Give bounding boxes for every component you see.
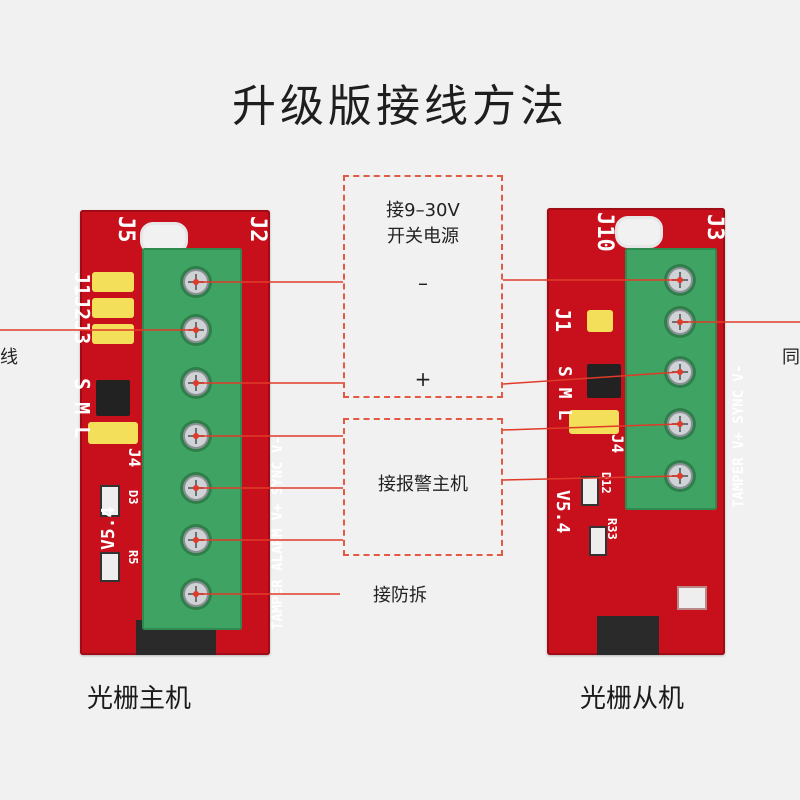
chip (597, 616, 659, 655)
wire-left-vplus-dot (193, 380, 199, 386)
jumper-j1 (587, 310, 613, 332)
wire-right-tamper1-dot (677, 421, 683, 427)
wire-right-vplus (502, 371, 681, 385)
jumper-sml (88, 422, 138, 444)
left-board-label: 光栅主机 (87, 684, 192, 714)
wire-left-sync-dot (193, 327, 199, 333)
wire-right-sync-dot (677, 319, 683, 325)
component-r33 (589, 526, 607, 556)
wire-right-vminus-dot (677, 277, 683, 283)
page-title: 升级版接线方法 (232, 81, 568, 132)
jumper-j2 (92, 298, 134, 318)
component-d3 (100, 485, 120, 517)
component-square (677, 586, 707, 610)
component-d12 (581, 476, 599, 506)
jumper-j1 (92, 272, 134, 292)
wire-right-tamper1 (502, 423, 681, 431)
alarm-host-box (343, 418, 503, 556)
wire-left-vminus-dot (193, 279, 199, 285)
power-plus: + (414, 367, 432, 391)
wire-right-tamper2-dot (677, 473, 683, 479)
alarm-host-label: 接报警主机 (378, 474, 468, 495)
edge-left-text: 线 (0, 347, 18, 368)
tamper-label: 接防拆 (373, 585, 427, 606)
right-board-label: 光栅从机 (580, 684, 685, 714)
wire-right-vplus-dot (677, 369, 683, 375)
wire-left-alarm2-dot (193, 485, 199, 491)
wire-left-tamper-dot (193, 537, 199, 543)
mounting-hole (615, 216, 663, 248)
pin-header (587, 364, 621, 398)
component-r5 (100, 552, 120, 582)
power-line1: 接9–30V (386, 200, 460, 221)
power-line2: 开关电源 (387, 226, 459, 247)
jumper-j3 (92, 324, 134, 344)
wire-right-tamper2 (502, 475, 681, 481)
wire-left-tamper2-dot (193, 591, 199, 597)
power-minus: – (418, 271, 428, 295)
pin-header (96, 380, 130, 416)
jumper-sml (569, 410, 619, 434)
edge-right-text: 同 (782, 347, 800, 368)
power-supply-box (343, 175, 503, 398)
wire-left-alarm1-dot (193, 433, 199, 439)
